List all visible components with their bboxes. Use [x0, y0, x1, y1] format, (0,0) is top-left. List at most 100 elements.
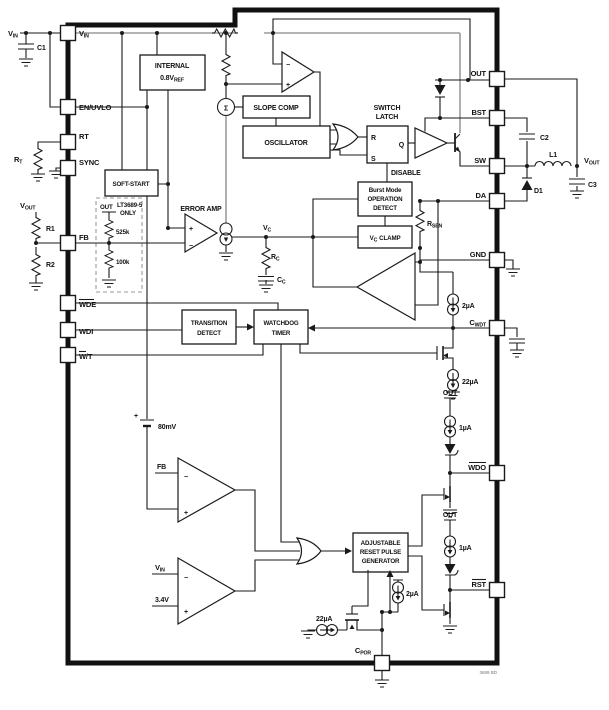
- wdo-pin-label: WDO: [468, 463, 486, 472]
- svg-text:SWITCH: SWITCH: [374, 105, 401, 112]
- sw-pin-label: SW: [474, 156, 487, 165]
- out-pin: [488, 70, 506, 88]
- svg-text:1µA: 1µA: [459, 425, 472, 432]
- c1-label: C1: [37, 45, 46, 52]
- error-amp: ERROR AMP + − VC: [180, 206, 358, 261]
- svg-text:+: +: [184, 609, 188, 616]
- cpor-ext: [374, 670, 390, 688]
- figure-number: 3689 BD: [479, 670, 497, 675]
- svg-text:+: +: [134, 413, 138, 420]
- watchdog-timer-block: WATCHDOG TIMER: [75, 302, 453, 543]
- svg-text:RESET PULSE: RESET PULSE: [360, 549, 401, 556]
- vout-right-label: VOUT: [584, 156, 600, 167]
- svg-text:DETECT: DETECT: [197, 330, 221, 337]
- l1-label: L1: [549, 152, 557, 159]
- svg-text:LATCH: LATCH: [376, 114, 399, 121]
- fb-comp-label: FB: [157, 464, 166, 471]
- en-uvlo-pin: [59, 98, 77, 116]
- vc-label: VC: [263, 225, 272, 234]
- internal-divider: OUT LT3689-5 ONLY 525k 100k: [95, 197, 143, 293]
- cwdt-pin-label: CWDT: [469, 318, 487, 329]
- wde-pin: [59, 294, 77, 312]
- sense-plus: +: [286, 82, 290, 89]
- oscillator-block: OSCILLATOR: [242, 125, 367, 159]
- out-pin-label: OUT: [471, 69, 487, 78]
- slope-comp-block: SLOPE COMP: [242, 95, 311, 126]
- burst-mode-block: Burst Mode OPERATION DETECT: [357, 181, 413, 226]
- rc-label: RC: [271, 254, 280, 263]
- gnd-ext: [504, 259, 521, 277]
- lt3689-5-label: LT3689-5: [117, 202, 143, 209]
- svg-text:22µA: 22µA: [316, 616, 332, 623]
- rsen-label: RSEN: [427, 221, 443, 230]
- en-uvlo-pin-label: EN/UVLO: [79, 103, 112, 112]
- soft-start-block: SOFT-START: [104, 169, 159, 197]
- sw-pin: [488, 157, 506, 175]
- svg-text:Burst Mode: Burst Mode: [369, 187, 402, 194]
- reset-pulse-generator-block: ADJUSTABLE RESET PULSE GENERATOR: [352, 532, 409, 573]
- svg-text:TIMER: TIMER: [272, 330, 291, 337]
- cpor-pin: [373, 654, 391, 672]
- svg-text:OSCILLATOR: OSCILLATOR: [264, 140, 307, 147]
- gnd-pin-label: GND: [470, 250, 487, 259]
- svg-text:OPERATION: OPERATION: [368, 196, 404, 203]
- da-pin: [488, 192, 506, 210]
- ref-block: INTERNAL 0.8VREF: [121, 33, 206, 419]
- offset-80mv-label: 80mV: [158, 424, 177, 431]
- wde-pin-label: WDE: [79, 300, 96, 309]
- only-label: ONLY: [120, 210, 137, 217]
- transition-detect-block: TRANSITION DETECT: [75, 309, 254, 345]
- cwdt-internal: 2µA 22µA: [436, 272, 489, 400]
- svg-text:−: −: [184, 474, 188, 481]
- reset-or-gate: [295, 537, 352, 565]
- output-network: C2 L1 VOUT C3 D1: [504, 78, 600, 202]
- cc-label: CC: [277, 277, 286, 286]
- rt-pin: [59, 133, 77, 151]
- wdi-pin: [59, 321, 77, 339]
- fb-pin: [59, 234, 77, 252]
- vout-ext-label: VOUT: [20, 201, 36, 212]
- svg-text:Q: Q: [399, 142, 405, 149]
- compensation-network: RC CC: [258, 237, 286, 293]
- current-sense-comparator: − +: [221, 33, 336, 131]
- driver-and-switch: [408, 127, 489, 167]
- svg-text:+: +: [189, 226, 193, 233]
- svg-text:OUT: OUT: [443, 390, 458, 397]
- burst-comparator: [311, 198, 439, 322]
- ref-line2: 0.8VREF: [160, 75, 184, 84]
- rst-pin: [488, 581, 506, 599]
- sync-pin-label: SYNC: [79, 158, 100, 167]
- gnd-pin: [488, 251, 506, 269]
- switch-latch: SWITCH LATCH R S Q DISABLE: [366, 105, 421, 182]
- ref-line1: INTERNAL: [155, 63, 190, 70]
- svg-text:GENERATOR: GENERATOR: [362, 558, 400, 565]
- left-pins: VIN EN/UVLO RT SYNC FB WDE WDI W/T: [59, 24, 112, 364]
- ic-outline: [65, 7, 500, 666]
- svg-text:−: −: [189, 243, 193, 250]
- por-fb-comparator: + 80mV FB − +: [134, 413, 300, 552]
- wdo-pin: [488, 464, 506, 482]
- r1-label: R1: [46, 226, 55, 233]
- cwdt-ext: [504, 327, 525, 358]
- svg-text:1µA: 1µA: [459, 545, 472, 552]
- summer: Σ: [216, 97, 243, 223]
- cpor-cluster: 2µA 22µA: [300, 570, 419, 655]
- sync-ground: [48, 167, 64, 179]
- svg-text:−: −: [184, 575, 188, 582]
- c2-label: C2: [540, 135, 549, 142]
- svg-text:WATCHDOG: WATCHDOG: [263, 320, 298, 327]
- svg-text:SOFT-START: SOFT-START: [113, 181, 150, 188]
- svg-text:+: +: [184, 510, 188, 517]
- pwm-or-gate: [331, 123, 367, 151]
- vin-ext-label: VIN: [8, 29, 18, 40]
- svg-text:OUT: OUT: [443, 512, 458, 519]
- vin-pin-label: VIN: [79, 29, 89, 40]
- rst-pin-label: RST: [471, 580, 486, 589]
- rt-network: RT: [14, 141, 61, 182]
- svg-text:TRANSITION: TRANSITION: [191, 320, 228, 327]
- c3-label: C3: [588, 182, 597, 189]
- svg-text:525k: 525k: [116, 229, 130, 236]
- bst-pin: [488, 109, 506, 127]
